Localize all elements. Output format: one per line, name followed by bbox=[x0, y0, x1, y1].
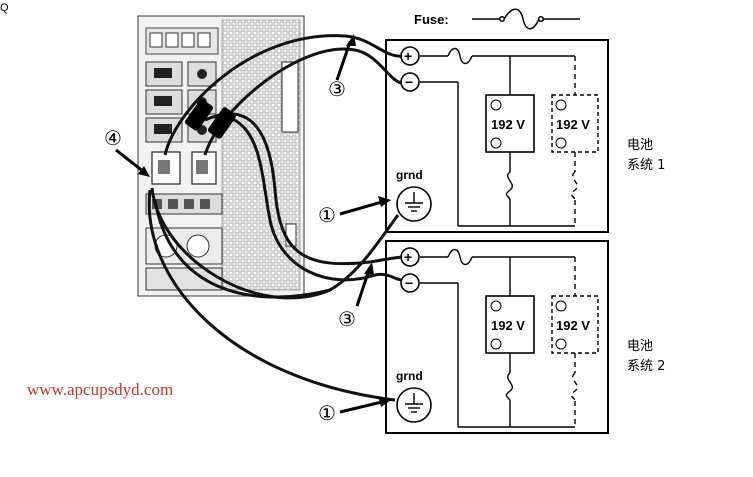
fuse-icon bbox=[472, 8, 580, 30]
svg-text:③: ③ bbox=[328, 77, 346, 101]
negative-terminal-label: − bbox=[405, 275, 413, 291]
battery-negative-icon bbox=[555, 338, 567, 350]
legend-label: Fuse: bbox=[414, 12, 449, 27]
watermark: www.apcupsdyd.com bbox=[27, 380, 173, 399]
battery-negative-icon bbox=[555, 137, 567, 149]
ground-label: grnd bbox=[396, 369, 423, 383]
battery-voltage-label: 192 V bbox=[491, 318, 525, 333]
callout-dc-cable-1: ③ bbox=[328, 34, 356, 101]
battery-system-name-line2: 系统 2 bbox=[627, 359, 665, 374]
positive-terminal-label: + bbox=[404, 48, 412, 64]
negative-terminal-label: − bbox=[405, 74, 413, 90]
battery-voltage-label: 192 V bbox=[491, 117, 525, 132]
ground-symbol-icon bbox=[405, 393, 423, 413]
battery-positive-icon bbox=[555, 300, 567, 312]
optional-battery-wiring bbox=[570, 56, 578, 226]
fuse-icon bbox=[447, 47, 473, 65]
fuse-icon bbox=[570, 171, 578, 201]
corner-mark: Q bbox=[0, 2, 9, 14]
ups-rear-panel-icon bbox=[137, 15, 305, 297]
fuse-icon bbox=[505, 171, 513, 201]
svg-text:①: ① bbox=[318, 203, 336, 227]
battery-system-name-line2: 系统 1 bbox=[627, 158, 665, 173]
battery-negative-icon bbox=[490, 137, 502, 149]
svg-text:①: ① bbox=[318, 401, 336, 425]
svg-text:③: ③ bbox=[338, 307, 356, 331]
optional-battery-voltage-label: 192 V bbox=[556, 318, 590, 333]
callout-ground-2: ① bbox=[318, 396, 391, 425]
battery-positive-icon bbox=[490, 99, 502, 111]
battery-system-name-line1: 电池 bbox=[627, 339, 653, 354]
ground-icon bbox=[396, 387, 432, 423]
battery-wiring bbox=[420, 47, 575, 227]
positive-terminal-label: + bbox=[404, 249, 412, 265]
optional-battery-voltage-label: 192 V bbox=[556, 117, 590, 132]
fuse-icon bbox=[570, 372, 578, 402]
battery-positive-icon bbox=[555, 99, 567, 111]
ground-symbol-icon bbox=[405, 192, 423, 212]
negative-terminal-icon bbox=[400, 273, 420, 293]
svg-text:④: ④ bbox=[104, 126, 122, 150]
battery-negative-icon bbox=[490, 338, 502, 350]
ground-icon bbox=[396, 186, 432, 222]
ground-label: grnd bbox=[396, 168, 423, 182]
callout-dc-cable-2: ③ bbox=[338, 262, 374, 331]
callout-ground-1: ① bbox=[318, 196, 391, 227]
battery-positive-icon bbox=[490, 300, 502, 312]
battery-system-name-line1: 电池 bbox=[627, 138, 653, 153]
fuse-icon bbox=[505, 372, 513, 402]
optional-battery-wiring bbox=[570, 257, 578, 427]
cable-strain-relief bbox=[185, 99, 236, 139]
callout-breaker: ④ bbox=[104, 126, 150, 177]
fuse-icon bbox=[447, 248, 473, 266]
battery-wiring bbox=[420, 248, 575, 428]
